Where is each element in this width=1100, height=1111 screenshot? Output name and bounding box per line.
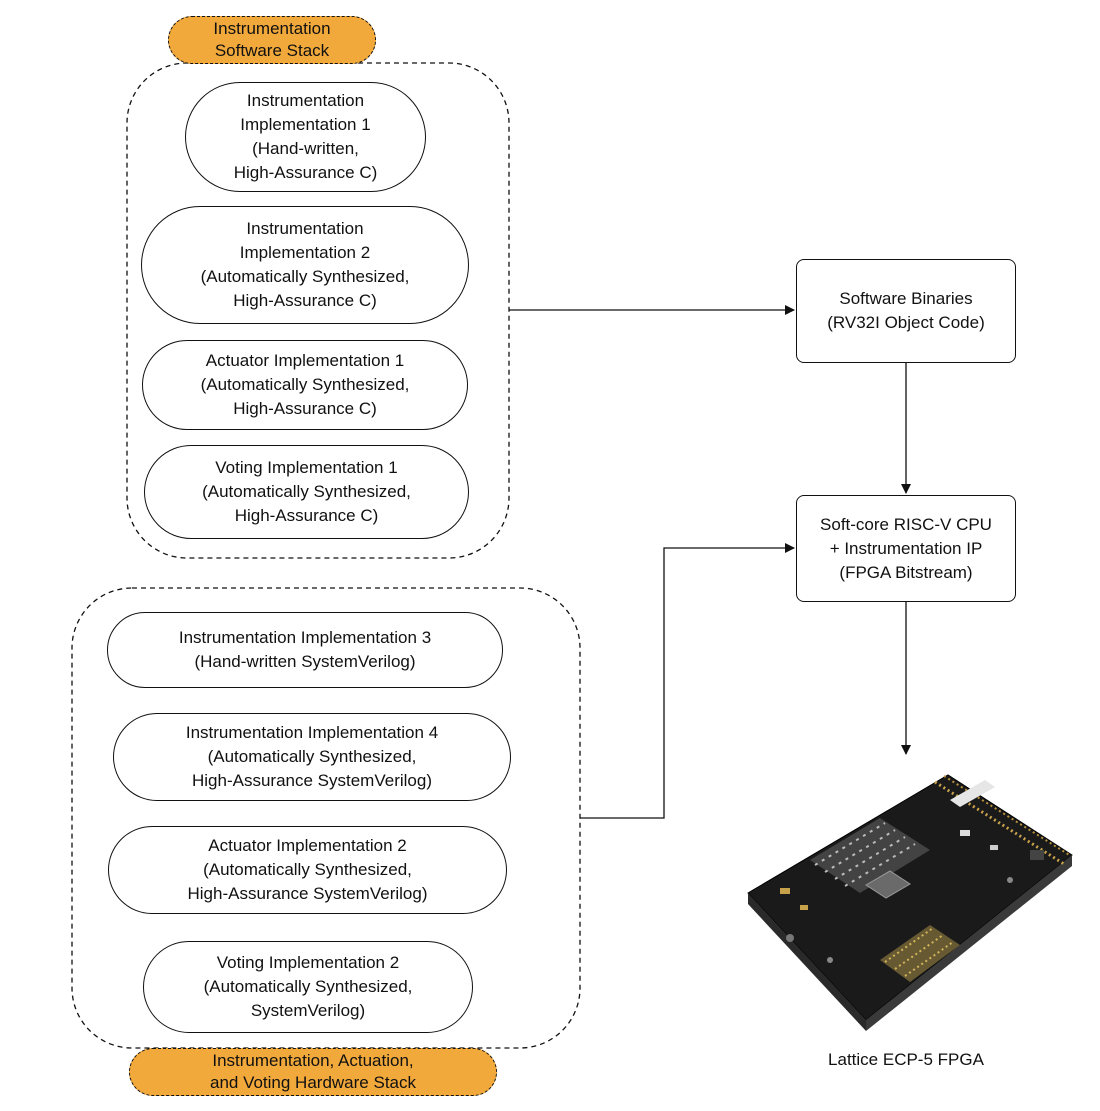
software-stack-title-text: Instrumentation Software Stack xyxy=(213,19,331,60)
hardware-stack-item-label: Voting Implementation 2 (Automatically S… xyxy=(203,953,413,1020)
hardware-stack-title-text: Instrumentation, Actuation, and Voting H… xyxy=(209,1051,416,1092)
cpu-bitstream-box: Soft-core RISC-V CPU + Instrumentation I… xyxy=(796,495,1016,602)
software-binaries-label: Software Binaries (RV32I Object Code) xyxy=(827,289,985,332)
software-stack-item-label: Instrumentation Implementation 2 (Automa… xyxy=(200,219,410,310)
hardware-stack-item: Instrumentation Implementation 4 (Automa… xyxy=(113,713,511,801)
hardware-stack-item: Voting Implementation 2 (Automatically S… xyxy=(143,941,473,1033)
arrow-hardware-stack-to-cpu xyxy=(580,543,795,819)
fpga-board-icon xyxy=(747,774,1073,1031)
hardware-stack-item-label: Instrumentation Implementation 3 (Hand-w… xyxy=(178,628,432,671)
fpga-caption: Lattice ECP-5 FPGA xyxy=(790,1046,1022,1074)
software-stack-item: Voting Implementation 1 (Automatically S… xyxy=(144,445,469,539)
software-stack-item-label: Actuator Implementation 1 (Automatically… xyxy=(200,351,410,418)
software-stack-title: Instrumentation Software Stack xyxy=(168,16,376,64)
hardware-stack-title: Instrumentation, Actuation, and Voting H… xyxy=(129,1048,497,1096)
software-stack-item-label: Instrumentation Implementation 1 (Hand-w… xyxy=(233,91,378,182)
hardware-stack-item-label: Instrumentation Implementation 4 (Automa… xyxy=(185,723,439,790)
hardware-stack-item-label: Actuator Implementation 2 (Automatically… xyxy=(187,836,428,903)
software-stack-item: Instrumentation Implementation 1 (Hand-w… xyxy=(185,82,426,192)
software-binaries-box: Software Binaries (RV32I Object Code) xyxy=(796,259,1016,363)
software-stack-item: Instrumentation Implementation 2 (Automa… xyxy=(141,206,469,324)
cpu-bitstream-label: Soft-core RISC-V CPU + Instrumentation I… xyxy=(820,514,992,582)
hardware-stack-item: Actuator Implementation 2 (Automatically… xyxy=(108,826,507,914)
software-stack-item-label: Voting Implementation 1 (Automatically S… xyxy=(202,458,411,525)
software-stack-item: Actuator Implementation 1 (Automatically… xyxy=(142,340,468,430)
fpga-caption-text: Lattice ECP-5 FPGA xyxy=(828,1050,984,1069)
hardware-stack-item: Instrumentation Implementation 3 (Hand-w… xyxy=(107,612,503,688)
